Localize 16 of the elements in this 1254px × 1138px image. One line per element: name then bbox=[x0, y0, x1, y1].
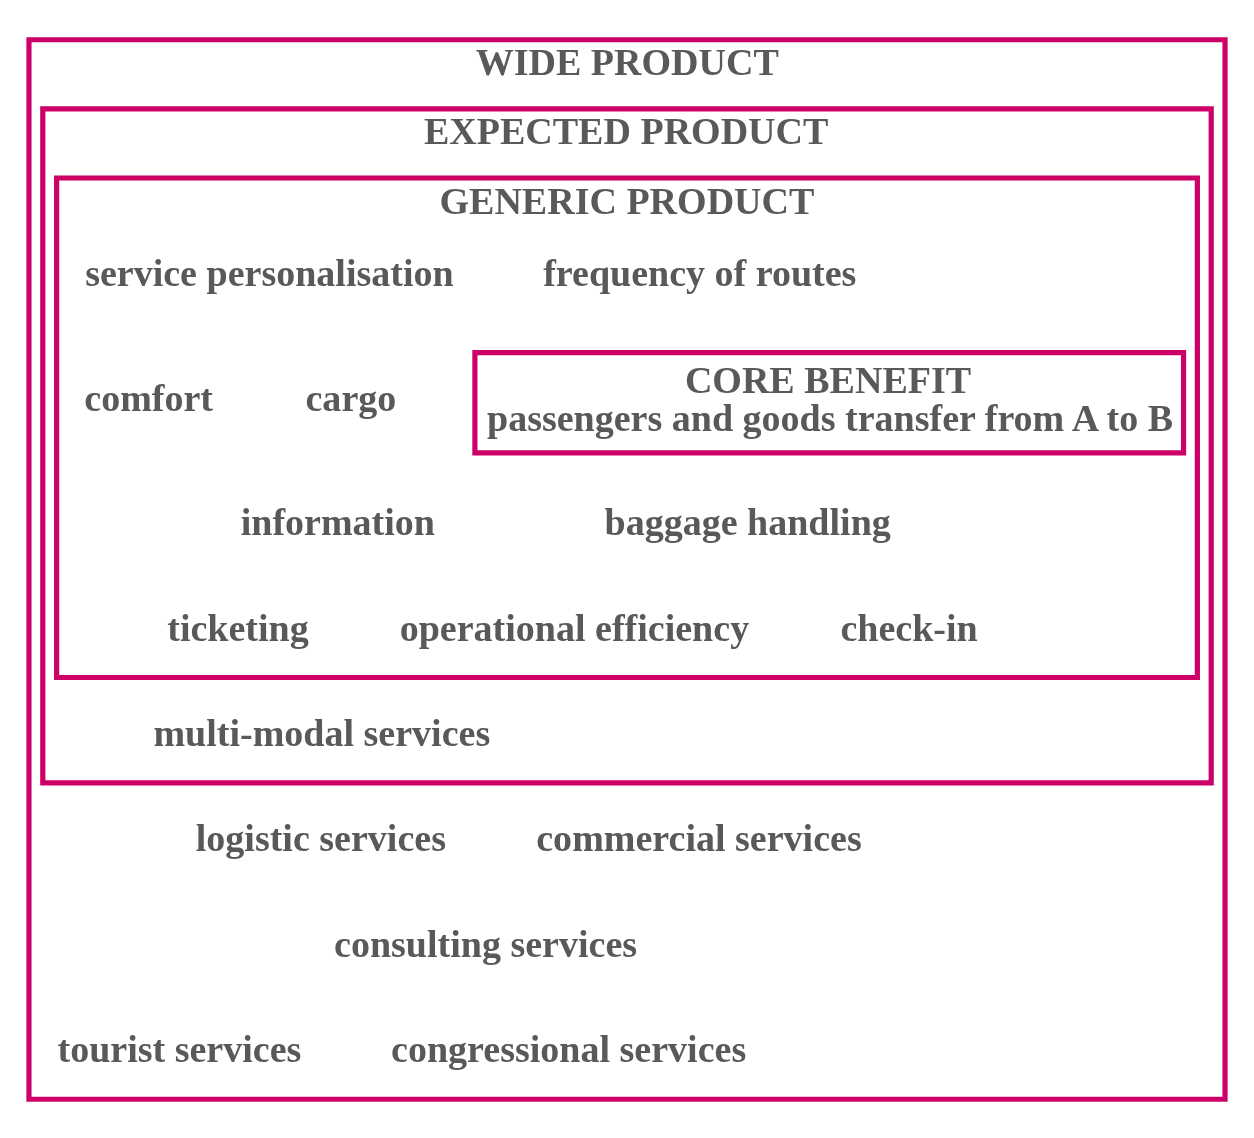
label: baggage handling bbox=[604, 500, 891, 543]
label: multi-modal services bbox=[153, 711, 491, 754]
label: cargo bbox=[305, 376, 397, 419]
label: consulting services bbox=[334, 922, 638, 965]
label: logistic services bbox=[195, 816, 446, 859]
label: comfort bbox=[84, 376, 214, 419]
label: information bbox=[240, 500, 435, 543]
label: service personalisation bbox=[85, 251, 454, 294]
label: operational efficiency bbox=[399, 606, 750, 649]
label: check-in bbox=[840, 606, 978, 649]
label: commercial services bbox=[536, 816, 862, 859]
node-box: CORE BENEFIT passengers and goods transfer from A to B bbox=[472, 349, 1187, 455]
label: tourist services bbox=[57, 1027, 302, 1070]
label: congressional services bbox=[391, 1027, 747, 1070]
label: ticketing bbox=[167, 606, 309, 649]
label: frequency of routes bbox=[543, 251, 857, 294]
